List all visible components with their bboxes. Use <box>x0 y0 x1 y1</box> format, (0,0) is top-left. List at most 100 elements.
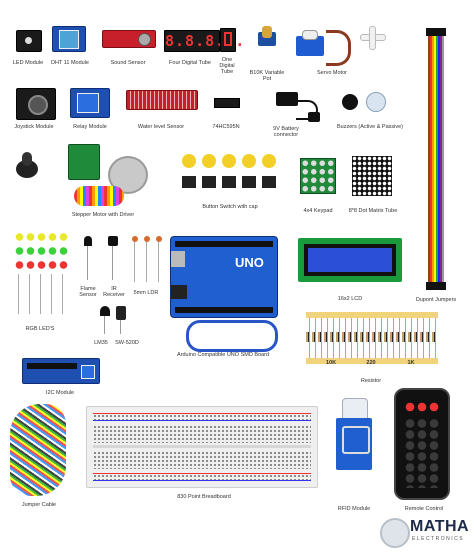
rfid-board <box>336 418 372 470</box>
rgb-leds <box>14 232 70 322</box>
lm35-sensor <box>100 306 110 334</box>
label-remote: Remote Control <box>404 506 444 512</box>
i2c-module <box>22 358 100 384</box>
battery-wire <box>296 100 318 120</box>
four-digit-tube: 8.8.8.8. <box>164 30 244 52</box>
dht11-sensor <box>59 30 79 49</box>
label-relay: Relay Module <box>73 124 107 130</box>
joystick-cap <box>28 95 48 115</box>
flame-sensor <box>84 236 92 280</box>
one-digital-tube <box>220 28 236 52</box>
keypad-4x4 <box>300 158 336 194</box>
battery-clip <box>276 92 298 106</box>
sw520d-leg <box>120 320 121 334</box>
header-top <box>175 241 273 247</box>
stepper-wires <box>74 186 124 206</box>
brand-tagline: ELECTRONICS <box>412 536 465 542</box>
remote-red-buttons <box>404 400 440 414</box>
battery-plug <box>308 112 320 122</box>
sound-sensor <box>102 30 156 48</box>
joystick-cap-loose <box>16 152 38 178</box>
remote-control <box>394 388 450 500</box>
label-resistor: Resistor <box>360 378 382 384</box>
label-rgb: RGB LED'S <box>25 326 55 332</box>
label-sound-sensor: Sound Sensor <box>110 60 146 66</box>
i2c-header <box>27 363 77 369</box>
switch-4 <box>242 176 256 188</box>
label-jumper: Jumper Cable <box>21 502 57 508</box>
label-rfid: RFID Module <box>337 506 371 512</box>
shift-register-chip <box>214 98 240 108</box>
segment <box>224 32 232 46</box>
rail-top <box>93 413 311 421</box>
cap-base <box>16 160 38 178</box>
label-74hc595: 74HC595N <box>212 124 240 130</box>
label-i2c: I2C Module <box>45 390 75 396</box>
buzzer-passive <box>366 92 386 112</box>
label-dot-matrix: 8*8 Dot Matrix Tube <box>348 208 398 214</box>
dot-matrix <box>352 156 392 196</box>
pot-icon <box>258 26 276 48</box>
rail-bottom <box>93 473 311 481</box>
dupont-jumpers <box>426 28 446 290</box>
ldr-legs <box>132 242 162 282</box>
horn-b <box>369 26 376 50</box>
uno-logo: UNO <box>235 255 264 270</box>
label-buzzers: Buzzers (Active & Passive) <box>336 124 404 130</box>
jumper-bundle <box>428 34 444 286</box>
relay-module <box>70 88 110 118</box>
relay-box <box>77 93 99 113</box>
microphone <box>138 33 151 46</box>
label-lm35: LM35 <box>94 340 108 346</box>
servo-body <box>296 36 324 56</box>
center-channel <box>93 445 311 448</box>
jumper-head-bottom <box>426 282 446 290</box>
cap-4 <box>242 154 256 168</box>
arduino-uno: UNO <box>170 236 278 318</box>
label-joystick: Joystick Module <box>14 124 54 130</box>
label-breadboard: 830 Point Breadboard <box>177 494 231 500</box>
cap-1 <box>182 154 196 168</box>
led-dot <box>25 37 32 44</box>
ldr-3 <box>156 236 162 242</box>
cap-top <box>22 152 32 166</box>
resistor-1k: 1K <box>407 360 415 366</box>
pot-knob <box>262 26 272 38</box>
led-row-red <box>14 260 70 270</box>
rfid-antenna <box>342 426 370 454</box>
usb-cable <box>186 320 278 352</box>
label-four-digit: Four Digital Tube <box>169 60 211 66</box>
label-ir: IR Receiver <box>103 286 125 298</box>
servo-motor <box>296 30 326 58</box>
flame-leg <box>87 246 88 280</box>
led-module <box>16 30 42 52</box>
header-bottom <box>175 307 273 313</box>
servo-horn <box>302 30 318 40</box>
buzzer-active <box>342 94 358 110</box>
jumper-head-top <box>426 28 446 36</box>
remote-keypad <box>404 418 440 488</box>
flame-led <box>84 236 92 246</box>
button-switches <box>182 176 278 190</box>
battery-connector <box>276 92 320 122</box>
label-ldr: 5mm LDR <box>133 290 159 296</box>
brand-name: MATHA <box>410 518 470 535</box>
strip-top <box>306 312 438 318</box>
resistor-bodies <box>306 332 438 342</box>
breadboard <box>86 406 318 488</box>
lm35-leg <box>104 316 105 334</box>
cap-3 <box>222 154 236 168</box>
led-legs <box>14 274 70 314</box>
label-dupont: Dupont Jumpers <box>415 297 457 303</box>
label-water: Water level Sensor <box>137 124 185 130</box>
label-flame: Flame Sensor <box>79 286 97 298</box>
label-keypad: 4x4 Keypad <box>303 208 333 214</box>
ldr-2 <box>144 236 150 242</box>
stepper-driver <box>68 144 100 180</box>
brand-logo: MATHA ELECTRONICS <box>380 516 470 548</box>
lcd-screen <box>308 248 392 272</box>
switch-1 <box>182 176 196 188</box>
cap-2 <box>202 154 216 168</box>
label-battery: 9V Battery connector <box>273 126 299 138</box>
rfid-module <box>334 398 374 474</box>
